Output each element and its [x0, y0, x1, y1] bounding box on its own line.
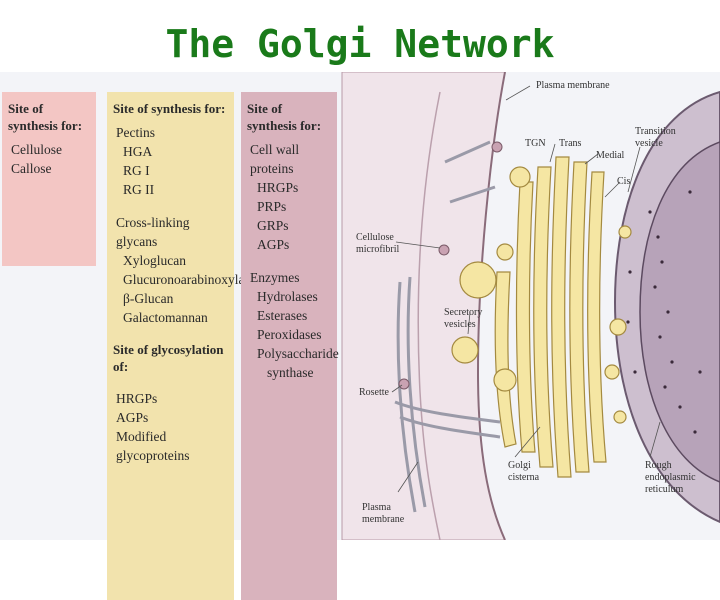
- label-tgn: TGN: [525, 138, 546, 149]
- cellulose-microfibrils: [394, 140, 501, 513]
- panel-cellulose-callose: Site of synthesis for: Cellulose Callose: [2, 92, 96, 266]
- list-item: Galactomannan: [123, 310, 208, 325]
- panel-proteins-enzymes: Site of synthesis for: Cell wall protein…: [241, 92, 339, 600]
- label-golgi-cisterna: Golgi cisterna: [508, 460, 540, 483]
- list-item: Modified glycoproteins: [116, 429, 190, 463]
- label-rosette: Rosette: [359, 387, 389, 398]
- panel-header: Site of synthesis for:: [8, 101, 83, 133]
- list-item: GRPs: [257, 218, 289, 233]
- ribosomes: [626, 190, 702, 434]
- panel-header: Site of synthesis for:: [247, 101, 322, 133]
- list-item: Esterases: [257, 308, 308, 323]
- panel-pectins-glycans: Site of synthesis for: Pectins HGA RG I …: [107, 92, 252, 600]
- list-item: Peroxidases: [257, 327, 322, 342]
- list-item: AGPs: [116, 410, 149, 425]
- list-item: synthase: [267, 365, 314, 380]
- list-item: Glucuronoarabinoxylan: [123, 272, 252, 287]
- list-item: HRGPs: [257, 180, 299, 195]
- panel-header: Site of synthesis for:: [113, 101, 226, 116]
- list-item: PRPs: [257, 199, 287, 214]
- list-item: Polysaccharide: [257, 346, 339, 361]
- label-rough-er: Rough endoplasmic reticulum: [645, 460, 696, 495]
- list-item: AGPs: [257, 237, 290, 252]
- secretory-vesicles: [451, 166, 632, 424]
- slide-title: The Golgi Network: [165, 22, 555, 66]
- list-item: Cellulose: [11, 142, 62, 157]
- list-item: Hydrolases: [257, 289, 318, 304]
- list-item: HRGPs: [116, 391, 158, 406]
- wall-layer: [417, 91, 441, 540]
- golgi-cell-illustration: [341, 72, 720, 540]
- list-item: Pectins: [116, 125, 155, 140]
- label-cellulose-microfibril: Cellulose microfibril: [356, 232, 400, 255]
- leader-lines: [391, 85, 661, 493]
- list-item: RG I: [123, 163, 150, 178]
- label-cis: Cis: [617, 176, 631, 187]
- label-plasma-membrane-top: Plasma membrane: [536, 80, 610, 91]
- golgi-stack: [494, 156, 607, 478]
- list-item: β-Glucan: [123, 291, 174, 306]
- list-item: RG II: [123, 182, 155, 197]
- label-secretory-vesicles: Secretory vesicles: [444, 307, 483, 330]
- list-item: HGA: [123, 144, 153, 159]
- list-item: Xyloglucan: [123, 253, 186, 268]
- nucleus: [639, 141, 720, 483]
- panel-header: Site of glycosylation of:: [113, 342, 224, 374]
- label-transition-vesicle: Transition vesicle: [635, 126, 676, 149]
- rosette-icon: [398, 141, 503, 390]
- list-item: Cross-linking glycans: [116, 215, 190, 249]
- cell-wall: [341, 72, 506, 540]
- list-item: Callose: [11, 161, 52, 176]
- list-item: Enzymes: [250, 270, 300, 285]
- list-item: Cell wall proteins: [250, 142, 300, 176]
- label-medial: Medial: [596, 150, 625, 161]
- label-trans: Trans: [559, 138, 582, 149]
- label-plasma-membrane-bottom: Plasma membrane: [362, 502, 405, 525]
